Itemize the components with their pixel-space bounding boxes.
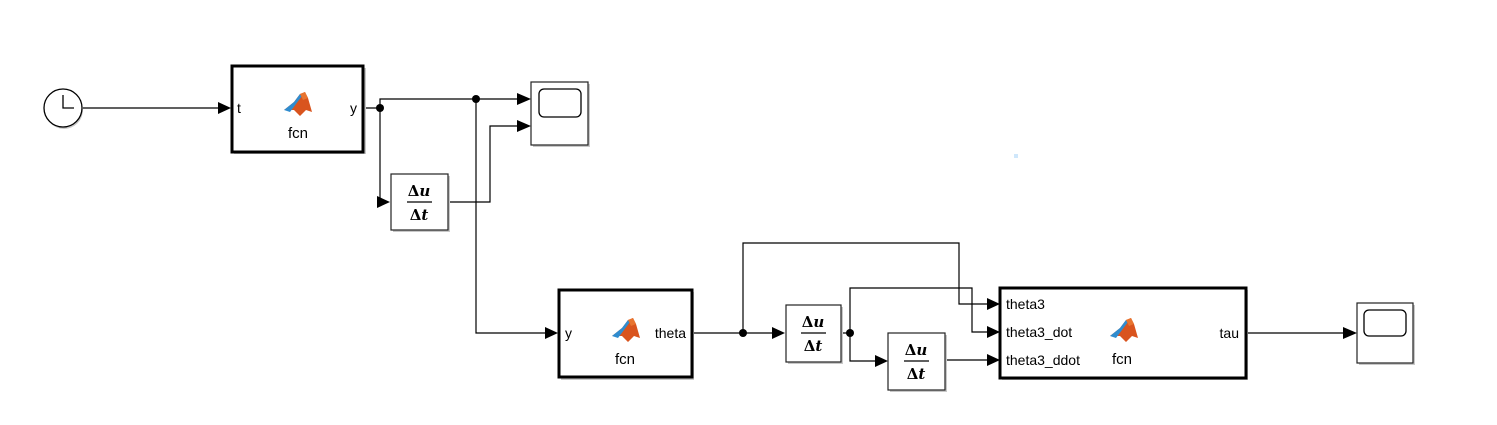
matlab-function-block-3[interactable]: theta3 theta3_dot theta3_ddot tau fcn	[998, 286, 1248, 380]
arrow-deriv1-input	[377, 196, 390, 208]
wire-deriv1-to-scope1[interactable]	[448, 125, 520, 203]
fcn1-name: fcn	[288, 125, 308, 142]
scope-screen-icon	[538, 88, 582, 118]
arrow-fcn3-input-theta3	[987, 298, 1000, 310]
deriv1-denominator: Δt	[410, 206, 429, 224]
arrow-fcn1-input-t	[218, 102, 231, 114]
deriv3-denominator: Δt	[907, 365, 926, 383]
fcn3-input-label-theta3: theta3	[1006, 296, 1045, 312]
canvas-artifact	[1014, 154, 1018, 158]
matlab-function-block-1[interactable]: t y fcn	[230, 64, 366, 154]
arrow-scope2-input	[1343, 327, 1357, 339]
fcn3-input-label-theta3-dot: theta3_dot	[1006, 324, 1072, 340]
wire-to-deriv1[interactable]	[379, 108, 381, 203]
scope-block-2[interactable]	[1356, 302, 1415, 365]
derivative-block-2[interactable]: Δu Δt	[785, 304, 843, 364]
wire-theta-to-theta3[interactable]	[742, 242, 990, 333]
clock-icon	[62, 95, 74, 109]
fcn3-input-label-theta3-ddot: theta3_ddot	[1006, 352, 1080, 368]
deriv3-numerator: Δu	[905, 341, 928, 359]
arrow-fcn3-input-theta3-ddot	[987, 354, 1000, 366]
wire-to-deriv3[interactable]	[849, 333, 878, 362]
clock-block[interactable]	[43, 88, 83, 129]
arrow-scope1-input-2	[517, 120, 531, 132]
fcn3-output-label: tau	[1220, 325, 1239, 341]
fcn1-output-label: y	[350, 100, 357, 116]
scope-block-1[interactable]	[530, 81, 590, 147]
scope-screen-icon	[1363, 309, 1407, 337]
matlab-function-block-2[interactable]: y theta fcn	[557, 288, 694, 380]
arrow-deriv2-input	[772, 327, 785, 339]
derivative-block-3[interactable]: Δu Δt	[887, 332, 947, 392]
derivative-block-1[interactable]: Δu Δt	[390, 173, 450, 232]
wire-deriv2-to-theta3-dot[interactable]	[841, 287, 990, 334]
deriv2-numerator: Δu	[802, 313, 825, 331]
arrow-scope1-input-1	[517, 93, 531, 105]
arrow-fcn2-input-y	[545, 327, 558, 339]
signal-lines	[83, 93, 1357, 367]
fcn3-name: fcn	[1112, 351, 1132, 368]
deriv2-denominator: Δt	[804, 337, 823, 355]
wire-fcn1-y-out[interactable]	[364, 98, 520, 109]
fcn2-name: fcn	[615, 351, 635, 368]
fcn2-output-label: theta	[655, 325, 686, 341]
deriv1-numerator: Δu	[408, 182, 431, 200]
fcn1-input-label: t	[237, 100, 241, 116]
fcn2-input-label: y	[565, 325, 572, 341]
arrow-fcn3-input-theta3-dot	[987, 326, 1000, 338]
wire-to-fcn2[interactable]	[475, 99, 548, 334]
arrow-deriv3-input	[875, 355, 888, 367]
